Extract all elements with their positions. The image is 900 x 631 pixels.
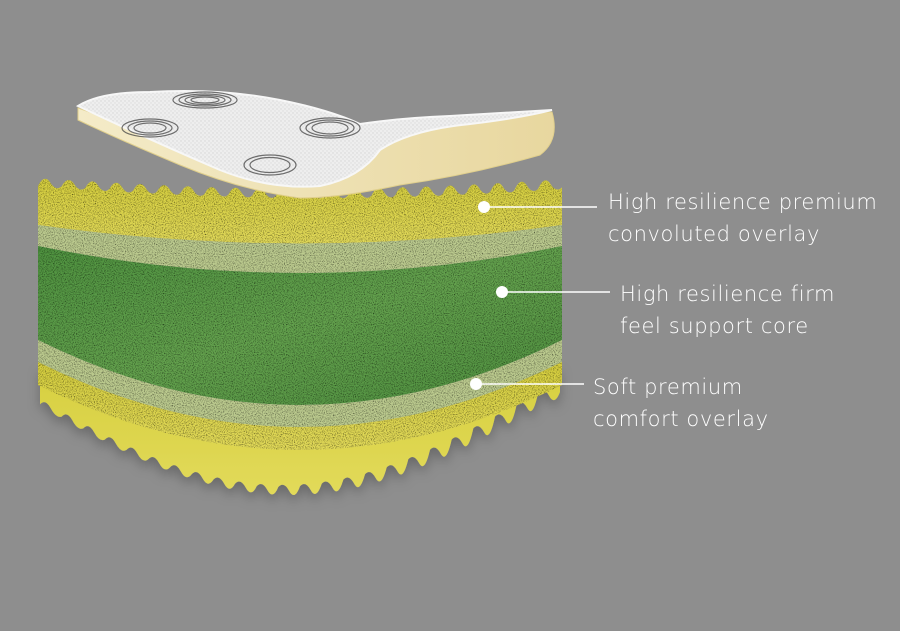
- callout-marker-top: [478, 201, 490, 213]
- bottom-foam-face: [38, 362, 562, 450]
- callout-marker-bottom: [470, 378, 482, 390]
- label-top-line-1: High resilience premium: [608, 190, 878, 214]
- support-core-layer: [38, 246, 562, 405]
- label-core-line-1: High resilience firm: [620, 282, 836, 306]
- label-top-layer: High resilience premium convoluted overl…: [608, 186, 877, 250]
- label-core-line-2: feel support core: [620, 314, 809, 338]
- top-foam-layer: [38, 178, 562, 244]
- label-core-layer: High resilience firm feel support core: [620, 278, 835, 342]
- callout-leaders: [470, 201, 610, 390]
- mattress-cover: [75, 90, 555, 199]
- upper-transition-band: [38, 225, 562, 273]
- foam-block: [38, 178, 562, 450]
- lower-transition-band: [38, 340, 562, 427]
- label-top-line-2: convoluted overlay: [608, 222, 821, 246]
- cover-fabric-top: [75, 90, 553, 188]
- label-bottom-line-2: comfort overlay: [593, 407, 769, 431]
- callout-marker-core: [496, 286, 508, 298]
- label-bottom-line-1: Soft premium: [593, 375, 743, 399]
- label-bottom-layer: Soft premium comfort overlay: [593, 371, 769, 435]
